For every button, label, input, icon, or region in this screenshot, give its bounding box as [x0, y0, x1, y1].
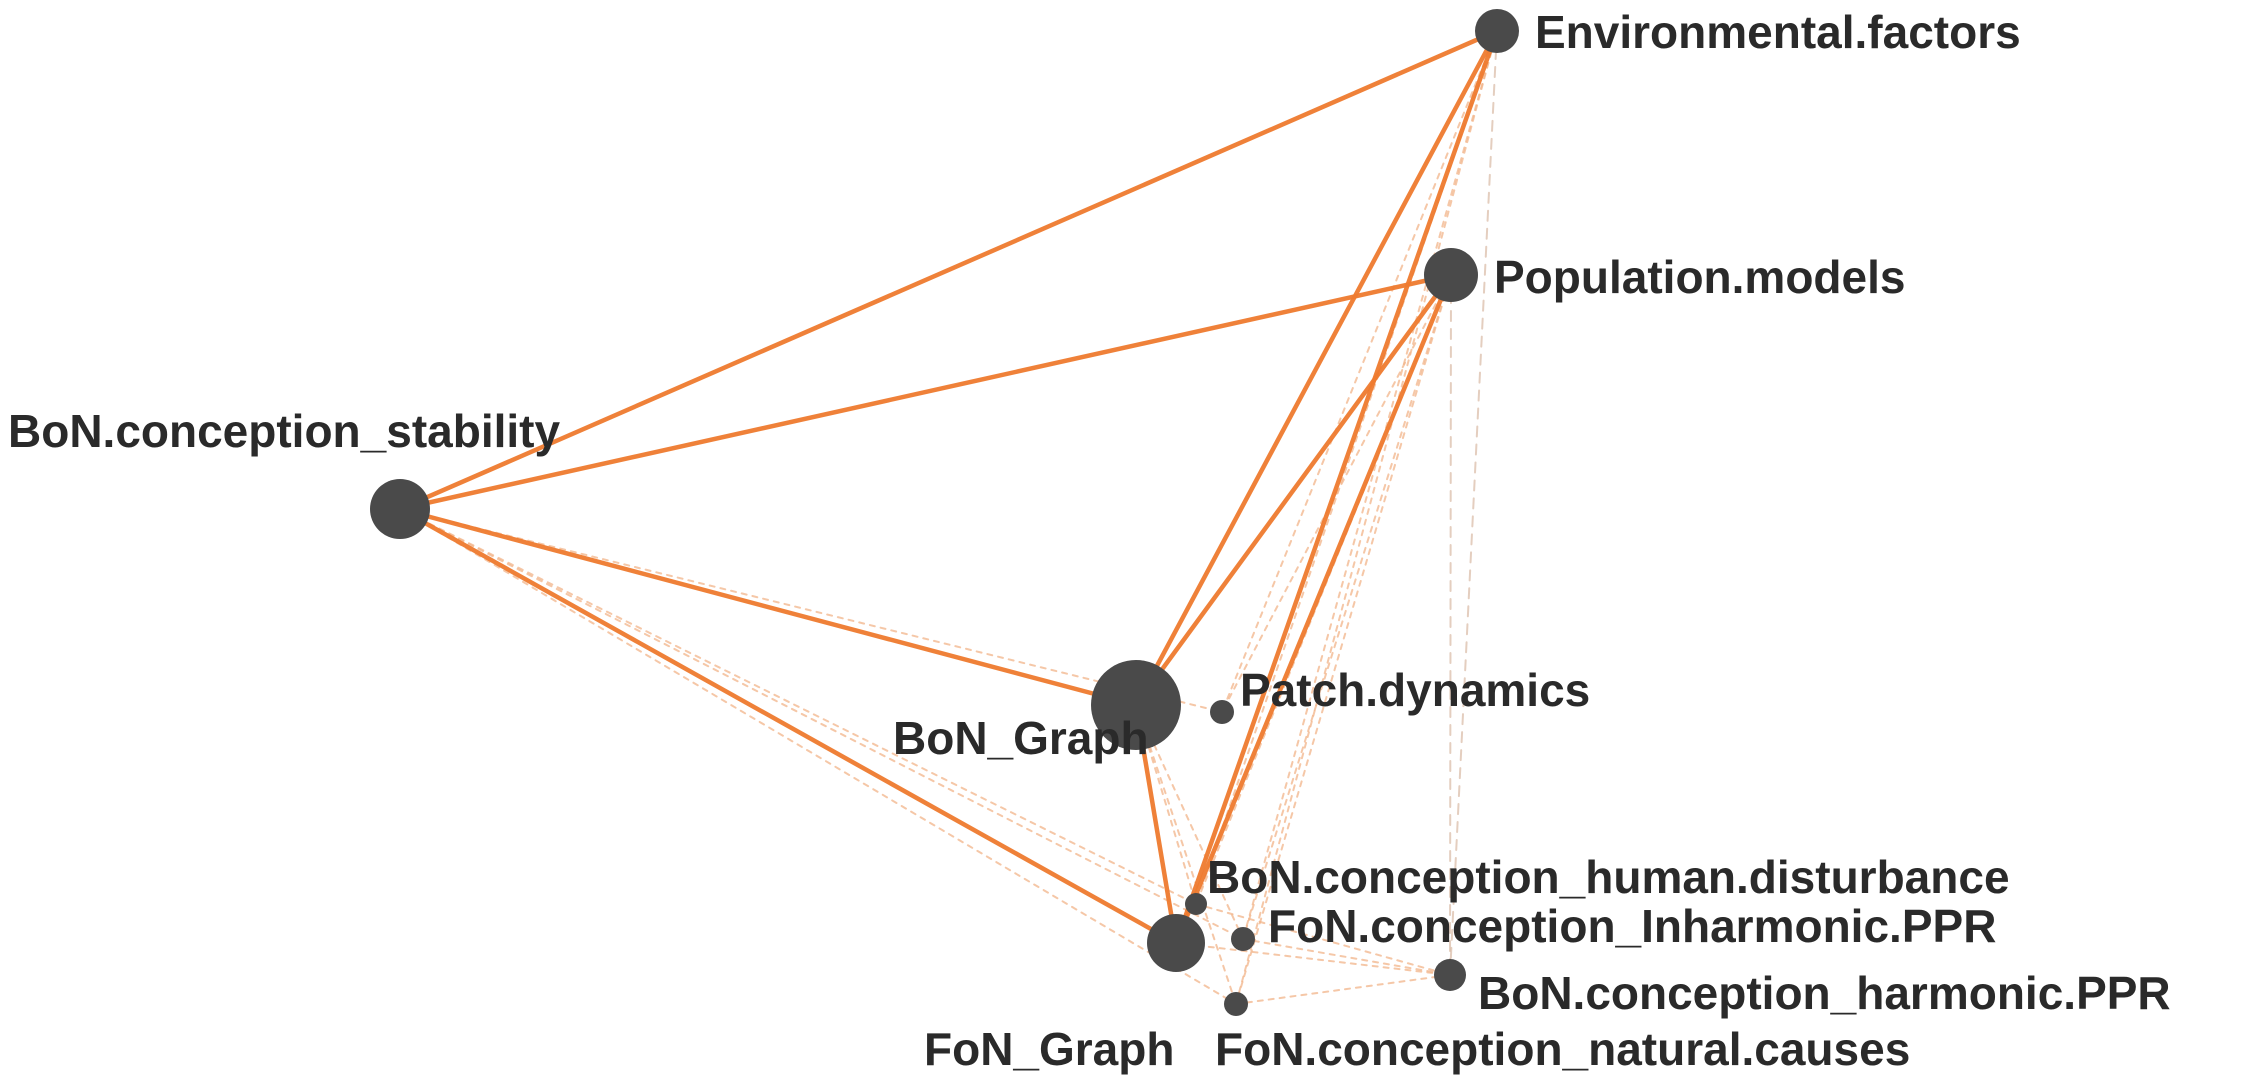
label-bon-conception-harmonic-ppr: BoN.conception_harmonic.PPR — [1478, 967, 2171, 1019]
edge-bon-natural — [1135, 704, 1237, 1005]
edge-stab-human — [399, 508, 1197, 905]
edge-env-inharm — [1242, 30, 1498, 940]
edge-bon-env — [1133, 28, 1500, 708]
edge-env-patch — [1221, 30, 1498, 713]
edge-pop-harm — [1449, 274, 1452, 976]
edge-stab-pop — [397, 272, 1454, 512]
edge-stab-natural — [399, 508, 1237, 1005]
node-population-models[interactable] — [1424, 248, 1478, 302]
edge-stab-inharm — [399, 508, 1244, 940]
label-fon-conception-inharmonic-ppr: FoN.conception_Inharmonic.PPR — [1268, 900, 1996, 952]
edge-natural-harm — [1235, 974, 1451, 1005]
edge-stab-bon — [397, 506, 1139, 708]
edge-fon-env — [1173, 28, 1500, 946]
label-fon-graph: FoN_Graph — [924, 1023, 1174, 1075]
nodes-layer: Environmental.factors Population.models … — [8, 6, 2171, 1075]
node-bon-conception-human-disturbance[interactable] — [1185, 893, 1207, 915]
edge-pop-natural — [1235, 274, 1452, 1005]
node-fon-conception-inharmonic-ppr[interactable] — [1231, 927, 1255, 951]
node-bon-graph[interactable] — [1091, 660, 1181, 750]
node-bon-conception-stability[interactable] — [370, 479, 430, 539]
edge-stab-patch — [399, 508, 1223, 713]
edge-human-harm — [1195, 903, 1451, 976]
edge-inharm-harm — [1242, 938, 1451, 976]
edge-env-harm — [1449, 30, 1498, 976]
node-bon-conception-harmonic-ppr[interactable] — [1434, 959, 1466, 991]
node-environmental-factors[interactable] — [1475, 9, 1519, 53]
edge-bon-pop — [1133, 272, 1454, 708]
label-patch-dynamics: Patch.dynamics — [1240, 664, 1590, 716]
edge-env-natural — [1235, 30, 1498, 1005]
label-bon-conception-stability: BoN.conception_stability — [8, 405, 560, 457]
label-population-models: Population.models — [1494, 251, 1905, 303]
node-fon-graph[interactable] — [1147, 914, 1205, 972]
label-bon-graph: BoN_Graph — [893, 712, 1149, 764]
label-environmental-factors: Environmental.factors — [1535, 6, 2021, 58]
label-bon-conception-human-disturbance: BoN.conception_human.disturbance — [1207, 851, 2010, 903]
edge-fon-harm — [1175, 942, 1451, 976]
edge-bon-inharm — [1135, 704, 1244, 940]
node-patch-dynamics[interactable] — [1210, 700, 1234, 724]
edge-stab-fon — [397, 506, 1179, 946]
node-fon-conception-natural-causes[interactable] — [1224, 992, 1248, 1016]
edges-layer — [397, 28, 1500, 1005]
label-fon-conception-natural-causes: FoN.conception_natural.causes — [1215, 1023, 1910, 1075]
edge-fon-pop — [1173, 272, 1454, 946]
edge-pop-inharm — [1242, 274, 1452, 940]
edge-stab-env — [397, 28, 1500, 512]
